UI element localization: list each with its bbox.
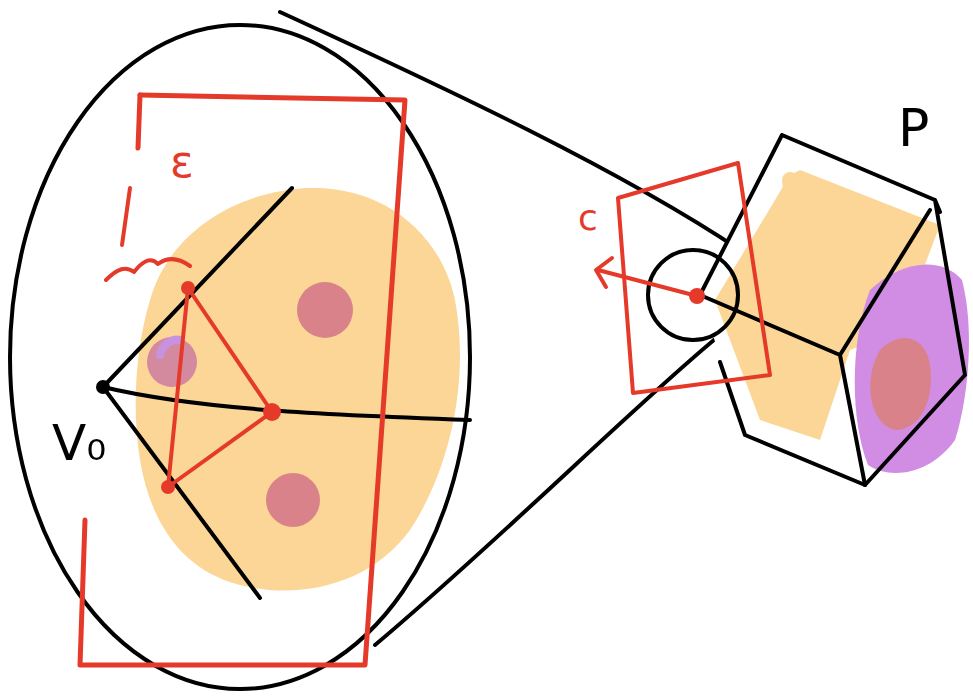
zoom-ellipse [10, 25, 470, 689]
red-triangle [168, 288, 272, 487]
orange-region [136, 188, 460, 591]
arrow-head [596, 258, 612, 287]
red-dot [263, 403, 281, 421]
bracket [106, 259, 190, 280]
red-box [138, 95, 140, 148]
polytope-label: P [898, 102, 929, 154]
epsilon-label: ε [170, 140, 194, 184]
vertex-label: V₀ [52, 418, 106, 468]
bracket [122, 188, 130, 245]
cone-edge [103, 387, 260, 598]
polytope-edge [700, 210, 930, 485]
orange-hatching [790, 180, 890, 275]
pink-dot [297, 282, 353, 338]
red-dot [161, 480, 175, 494]
pink-dot [266, 473, 320, 527]
pink-blob [870, 338, 931, 430]
zoom-line [280, 12, 740, 250]
arrow-c [598, 270, 697, 296]
red-box [80, 95, 405, 665]
cone-edge [103, 188, 292, 387]
red-box [618, 163, 770, 393]
cone-edge [103, 387, 470, 420]
vertex-dot [96, 380, 110, 394]
zoom-line [375, 335, 720, 645]
purple-edge [160, 340, 180, 355]
red-dot [181, 281, 195, 295]
pink-dot [147, 337, 197, 387]
vector-label: c [578, 200, 598, 236]
